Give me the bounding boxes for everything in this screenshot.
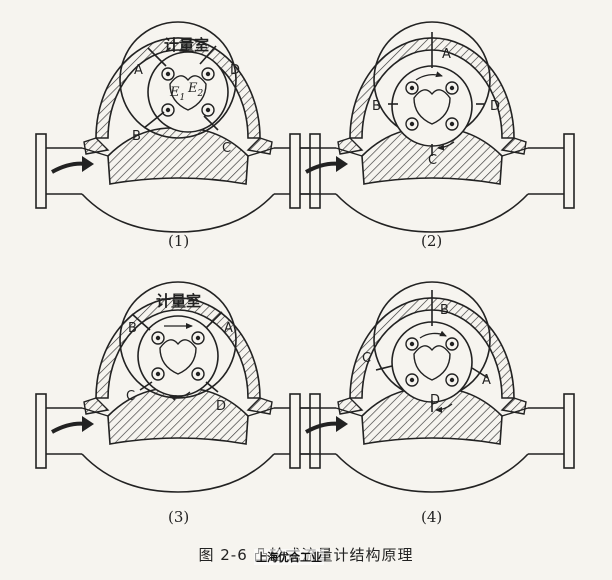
- vane-label-c: C: [362, 351, 371, 366]
- vane-label-a: A: [482, 373, 491, 388]
- vane-label-b: B: [132, 129, 141, 144]
- panel-1: 计量室 A B C D E1 E2: [34, 20, 322, 234]
- vane-label-b: B: [372, 99, 381, 114]
- vane-label-d: D: [490, 99, 500, 114]
- panel-label-3: (3): [168, 508, 190, 526]
- panel-label-1: (1): [168, 232, 190, 250]
- rotor: [391, 65, 473, 147]
- chamber-label: 计量室: [156, 292, 201, 310]
- panel-4: B C A D: [288, 280, 576, 494]
- panel-label-4: (4): [421, 508, 443, 526]
- vane-label-b: B: [128, 321, 137, 336]
- vane-label-a: A: [134, 63, 143, 78]
- watermark: 上海优合工业: [254, 549, 324, 565]
- panel-3: 计量室 B A C D: [34, 280, 322, 494]
- vane-label-c: C: [428, 153, 437, 168]
- vane-label-d: D: [230, 63, 240, 78]
- vane-label-c: C: [126, 389, 135, 404]
- vane-label-b: B: [440, 303, 449, 318]
- vane-label-c: C: [222, 141, 231, 156]
- chamber-label: 计量室: [164, 36, 209, 54]
- vane-label-a: A: [442, 47, 451, 62]
- e1-label: E1: [169, 85, 185, 103]
- vane-label-a: A: [224, 321, 233, 336]
- figure-caption: 图 2-6 凸轮式流量计结构原理 上海优合工业: [0, 544, 612, 565]
- panel-2: A B C D: [288, 20, 576, 234]
- vane-label-d: D: [430, 393, 440, 408]
- vane-label-d: D: [216, 399, 226, 414]
- panel-label-2: (2): [421, 232, 443, 250]
- e2-label: E2: [187, 81, 204, 99]
